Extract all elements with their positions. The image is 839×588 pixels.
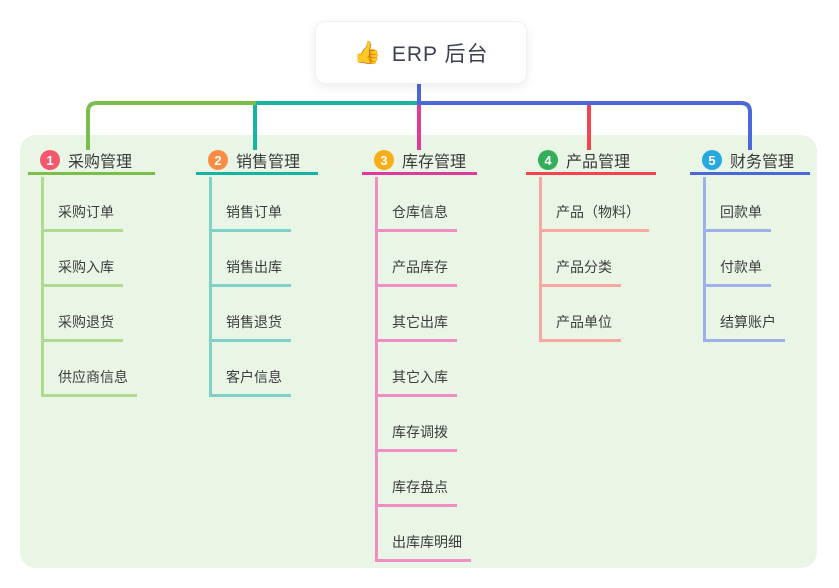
branch-node-inventory[interactable]: 3 库存管理	[362, 148, 477, 175]
branches-panel	[20, 135, 817, 568]
node-sales-return[interactable]: 销售退货	[209, 312, 291, 342]
node-product-stock[interactable]: 产品库存	[375, 257, 457, 287]
badge-4: 4	[538, 150, 558, 170]
thumbs-up-icon: 👍	[353, 39, 382, 65]
node-product-unit[interactable]: 产品单位	[539, 312, 621, 342]
branch-trunk-line	[539, 177, 542, 339]
node-other-outbound[interactable]: 其它出库	[375, 312, 457, 342]
node-customer-info[interactable]: 客户信息	[209, 367, 291, 397]
node-payment-bill[interactable]: 付款单	[703, 257, 771, 287]
branch-label: 采购管理	[68, 154, 133, 171]
branch-node-finance[interactable]: 5 财务管理	[690, 148, 810, 175]
badge-3: 3	[374, 150, 394, 170]
node-sales-outbound[interactable]: 销售出库	[209, 257, 291, 287]
node-product-category[interactable]: 产品分类	[539, 257, 621, 287]
badge-2: 2	[208, 150, 228, 170]
badge-5: 5	[702, 150, 722, 170]
node-purchase-order[interactable]: 采购订单	[41, 202, 123, 232]
branch-node-product[interactable]: 4 产品管理	[526, 148, 656, 175]
node-outbound-detail[interactable]: 出库库明细	[375, 532, 471, 562]
branch-label: 销售管理	[236, 154, 301, 171]
node-settlement-account[interactable]: 结算账户	[703, 312, 785, 342]
node-supplier-info[interactable]: 供应商信息	[41, 367, 137, 397]
node-purchase-return[interactable]: 采购退货	[41, 312, 123, 342]
branch-label: 财务管理	[730, 154, 795, 171]
branch-label: 库存管理	[402, 154, 467, 171]
node-stock-transfer[interactable]: 库存调拨	[375, 422, 457, 452]
root-node[interactable]: 👍 ERP 后台	[315, 21, 527, 84]
branch-node-procurement[interactable]: 1 采购管理	[28, 148, 155, 175]
node-purchase-inbound[interactable]: 采购入库	[41, 257, 123, 287]
node-warehouse-info[interactable]: 仓库信息	[375, 202, 457, 232]
badge-1: 1	[40, 150, 60, 170]
branch-trunk-line	[703, 177, 706, 339]
branch-label: 产品管理	[566, 154, 631, 171]
node-product-material[interactable]: 产品（物料）	[539, 202, 649, 232]
node-other-inbound[interactable]: 其它入库	[375, 367, 457, 397]
node-receipt-bill[interactable]: 回款单	[703, 202, 771, 232]
node-stock-count[interactable]: 库存盘点	[375, 477, 457, 507]
root-node-label: ERP 后台	[391, 42, 489, 66]
branch-node-sales[interactable]: 2 销售管理	[196, 148, 318, 175]
branch-trunk-line	[375, 177, 378, 559]
node-sales-order[interactable]: 销售订单	[209, 202, 291, 232]
